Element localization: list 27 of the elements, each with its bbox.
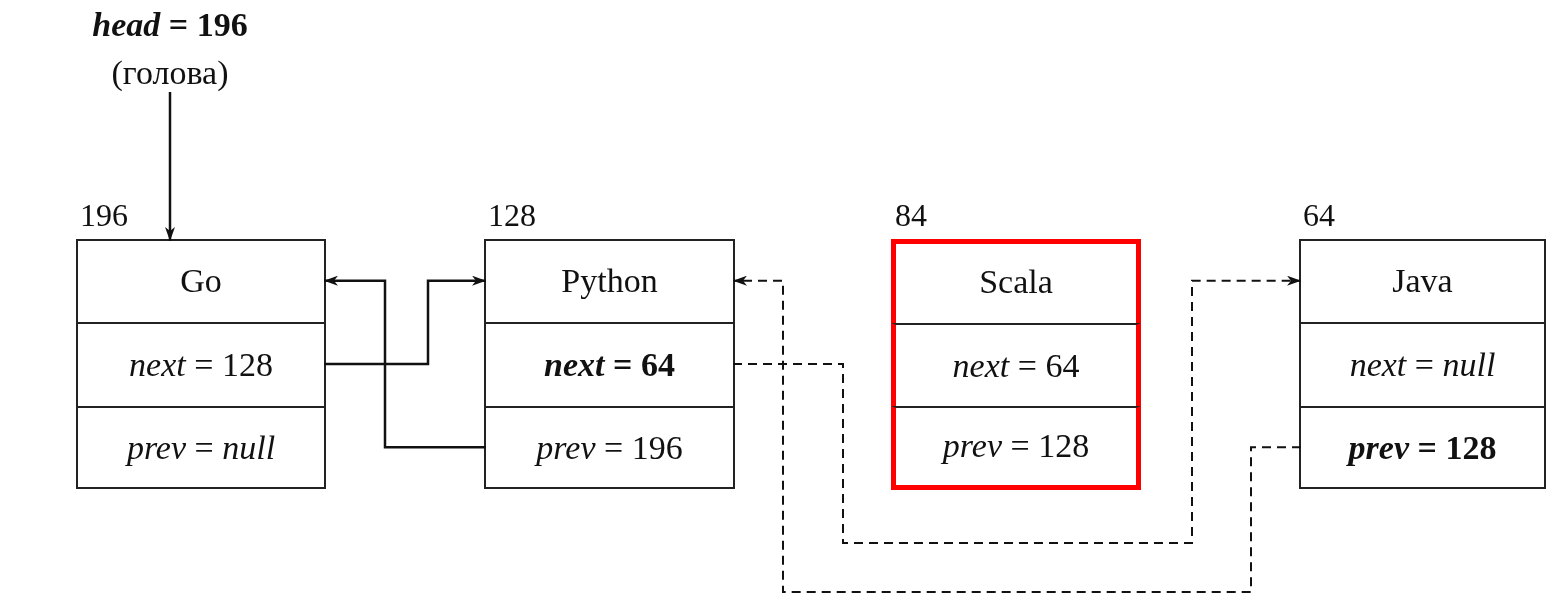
node-value: Java <box>1299 239 1546 323</box>
pointer-field: prev = 128 <box>891 406 1141 490</box>
list-node-box <box>76 239 326 489</box>
pointer-field: next = 128 <box>76 322 326 406</box>
arrow <box>324 275 486 366</box>
address-label: 84 <box>895 197 927 234</box>
pointer-caption: (голова) <box>110 54 230 92</box>
arrow <box>165 92 175 241</box>
pointer-field: next = 64 <box>891 322 1141 407</box>
list-node-box <box>891 239 1141 490</box>
node-value: Scala <box>891 239 1141 323</box>
list-node-box <box>1299 239 1546 489</box>
pointer-field: next = null <box>1299 322 1546 406</box>
dashed-arrow <box>732 275 1302 544</box>
pointer-field: prev = null <box>76 405 326 489</box>
pointer-field: prev = 128 <box>1299 405 1546 489</box>
pointer-label: head = 196 <box>91 6 249 44</box>
pointer-field: prev = 196 <box>484 405 735 489</box>
pointer-field: next = 64 <box>484 322 735 406</box>
node-value: Python <box>484 239 735 323</box>
list-node-box <box>484 239 735 489</box>
node-value: Go <box>76 239 326 323</box>
address-label: 64 <box>1303 197 1335 234</box>
arrow <box>324 275 486 449</box>
address-label: 128 <box>488 197 536 234</box>
dashed-arrow <box>732 275 1302 593</box>
address-label: 196 <box>80 197 128 234</box>
